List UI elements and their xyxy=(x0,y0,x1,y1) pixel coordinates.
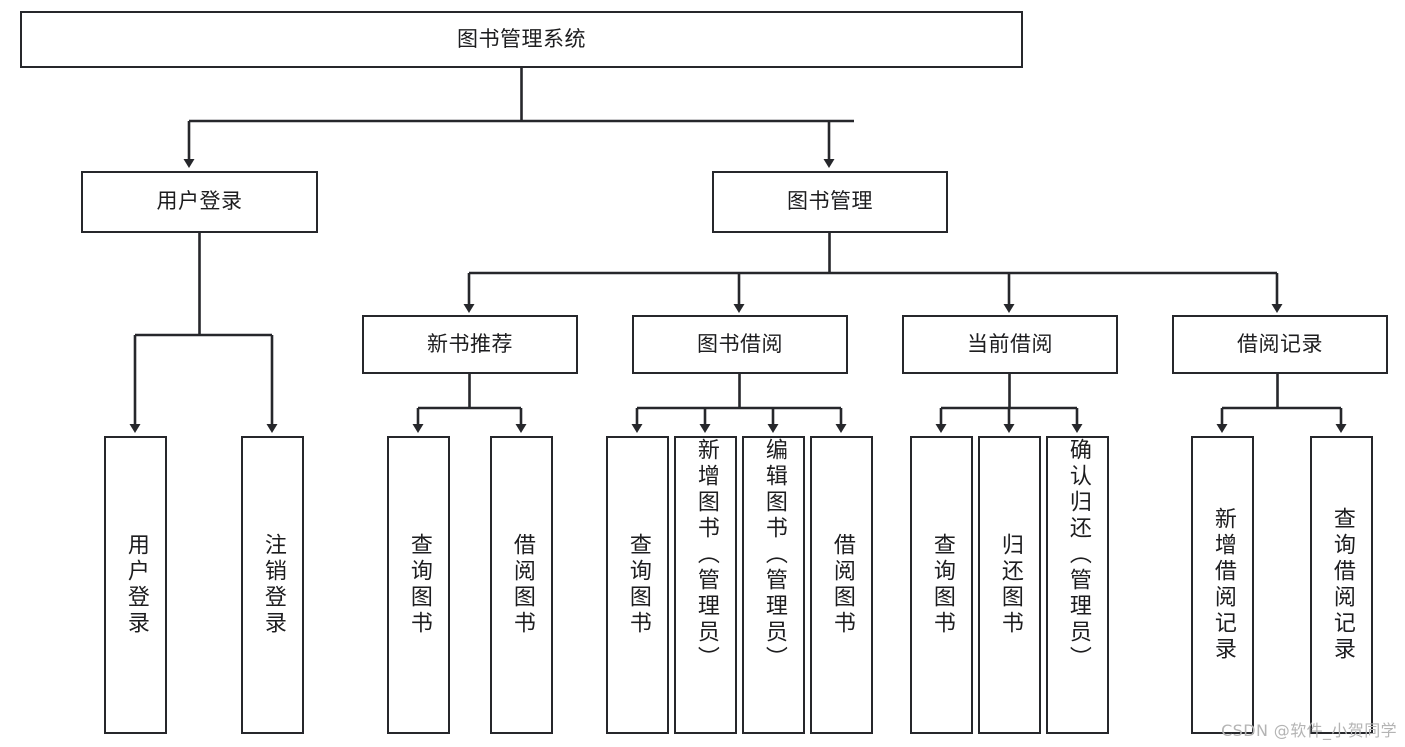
node-leaf-user-login-label: 用户登录 xyxy=(123,533,149,637)
node-book-manage-label: 图书管理 xyxy=(787,189,873,214)
node-leaf-add-record-label: 新增借阅记录 xyxy=(1210,507,1236,663)
node-book-borrow[interactable]: 图书借阅 xyxy=(632,315,848,374)
node-leaf-confirm-return[interactable]: 确认归还（管理员） xyxy=(1046,436,1109,734)
node-leaf-query-book-1-label: 查询图书 xyxy=(406,533,432,637)
node-new-book-rec-label: 新书推荐 xyxy=(427,331,513,356)
node-leaf-add-book[interactable]: 新增图书（管理员） xyxy=(674,436,737,734)
node-root-label: 图书管理系统 xyxy=(457,26,586,51)
node-leaf-query-book-1[interactable]: 查询图书 xyxy=(387,436,450,734)
node-new-book-rec[interactable]: 新书推荐 xyxy=(362,315,578,374)
node-leaf-return-book[interactable]: 归还图书 xyxy=(978,436,1041,734)
node-leaf-query-book-2[interactable]: 查询图书 xyxy=(606,436,669,734)
node-leaf-borrow-book-2[interactable]: 借阅图书 xyxy=(810,436,873,734)
node-root[interactable]: 图书管理系统 xyxy=(20,11,1023,68)
node-leaf-user-logout[interactable]: 注销登录 xyxy=(241,436,304,734)
node-leaf-query-book-3[interactable]: 查询图书 xyxy=(910,436,973,734)
node-user-login[interactable]: 用户登录 xyxy=(81,171,318,233)
node-leaf-user-logout-label: 注销登录 xyxy=(260,533,286,637)
node-leaf-query-book-3-label: 查询图书 xyxy=(929,533,955,637)
node-leaf-user-login[interactable]: 用户登录 xyxy=(104,436,167,734)
node-user-login-label: 用户登录 xyxy=(156,189,243,214)
node-leaf-edit-book-label: 编辑图书（管理员） xyxy=(761,438,787,672)
node-book-manage[interactable]: 图书管理 xyxy=(712,171,948,233)
node-borrow-record[interactable]: 借阅记录 xyxy=(1172,315,1388,374)
node-leaf-borrow-book-2-label: 借阅图书 xyxy=(829,533,855,637)
node-borrow-record-label: 借阅记录 xyxy=(1237,331,1323,356)
node-current-borrow-label: 当前借阅 xyxy=(967,331,1053,356)
node-leaf-edit-book[interactable]: 编辑图书（管理员） xyxy=(742,436,805,734)
node-leaf-query-record[interactable]: 查询借阅记录 xyxy=(1310,436,1373,734)
node-leaf-confirm-return-label: 确认归还（管理员） xyxy=(1065,438,1091,672)
node-leaf-add-record[interactable]: 新增借阅记录 xyxy=(1191,436,1254,734)
node-leaf-return-book-label: 归还图书 xyxy=(997,533,1023,637)
node-current-borrow[interactable]: 当前借阅 xyxy=(902,315,1118,374)
node-book-borrow-label: 图书借阅 xyxy=(697,331,783,356)
node-leaf-borrow-book-1-label: 借阅图书 xyxy=(509,533,535,637)
node-leaf-borrow-book-1[interactable]: 借阅图书 xyxy=(490,436,553,734)
node-leaf-query-record-label: 查询借阅记录 xyxy=(1329,507,1355,663)
node-leaf-add-book-label: 新增图书（管理员） xyxy=(693,438,719,672)
node-leaf-query-book-2-label: 查询图书 xyxy=(625,533,651,637)
